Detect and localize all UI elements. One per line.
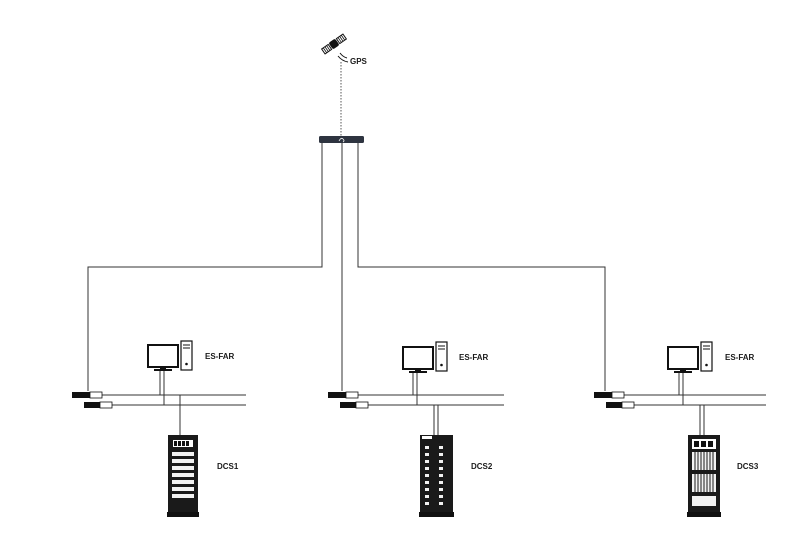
- dcs-cabinet-icon: [419, 435, 454, 517]
- drop-lines: [159, 371, 181, 436]
- dcs-cabinet-icon: [687, 435, 721, 517]
- trunk-lines: [87, 143, 606, 391]
- gps-label: GPS: [350, 57, 368, 66]
- station-2: ES-FAR DCS2: [328, 341, 504, 517]
- time-server-icon: [319, 136, 364, 143]
- cabinet-label: DCS2: [471, 462, 493, 471]
- cabinet-label: DCS3: [737, 462, 759, 471]
- workstation-label: ES-FAR: [459, 353, 489, 362]
- cabinet-label: DCS1: [217, 462, 239, 471]
- media-converter-icon: [594, 391, 635, 409]
- media-converter-icon: [72, 391, 113, 409]
- workstation-icon: [402, 341, 448, 373]
- workstation-label: ES-FAR: [205, 352, 235, 361]
- workstation-label: ES-FAR: [725, 353, 755, 362]
- workstation-icon: [147, 340, 193, 371]
- drop-lines: [412, 373, 439, 436]
- media-converter-icon: [328, 391, 369, 409]
- satellite-icon: [320, 33, 348, 55]
- station-3: ES-FAR: [594, 341, 766, 517]
- dcs-cabinet-icon: [167, 435, 199, 517]
- signal-waves-icon: [337, 52, 349, 63]
- workstation-icon: [667, 341, 713, 373]
- drop-lines: [678, 373, 705, 436]
- station-1: ES-FAR DCS1: [72, 340, 246, 517]
